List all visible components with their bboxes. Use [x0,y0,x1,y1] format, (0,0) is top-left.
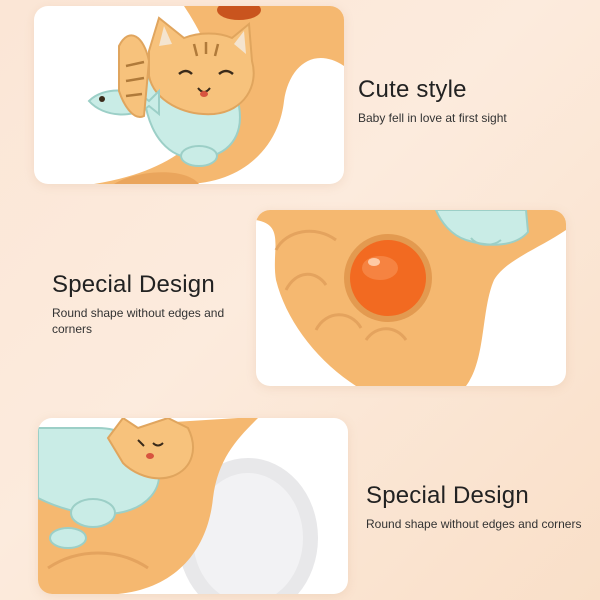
cat-toy-illustration [87,6,344,184]
feature-cute-style: Cute style Baby fell in love at first si… [358,76,578,126]
feature-subtitle: Round shape without edges and corners [52,306,225,337]
suction-cup-illustration [38,418,318,594]
feature-title: Special Design [366,482,529,509]
feature-subtitle: Baby fell in love at first sight [358,111,507,126]
pop-button-illustration [256,210,566,386]
product-photo-button-closeup [256,210,566,386]
product-photo-cat-closeup [34,6,344,184]
feature-title: Special Design [52,271,215,298]
feature-subtitle: Round shape without edges and corners [366,517,582,532]
feature-title: Cute style [358,76,467,103]
feature-special-design-2: Special Design Round shape without edges… [366,482,596,532]
feature-special-design-1: Special Design Round shape without edges… [52,271,242,337]
product-photo-suction-closeup [38,418,348,594]
